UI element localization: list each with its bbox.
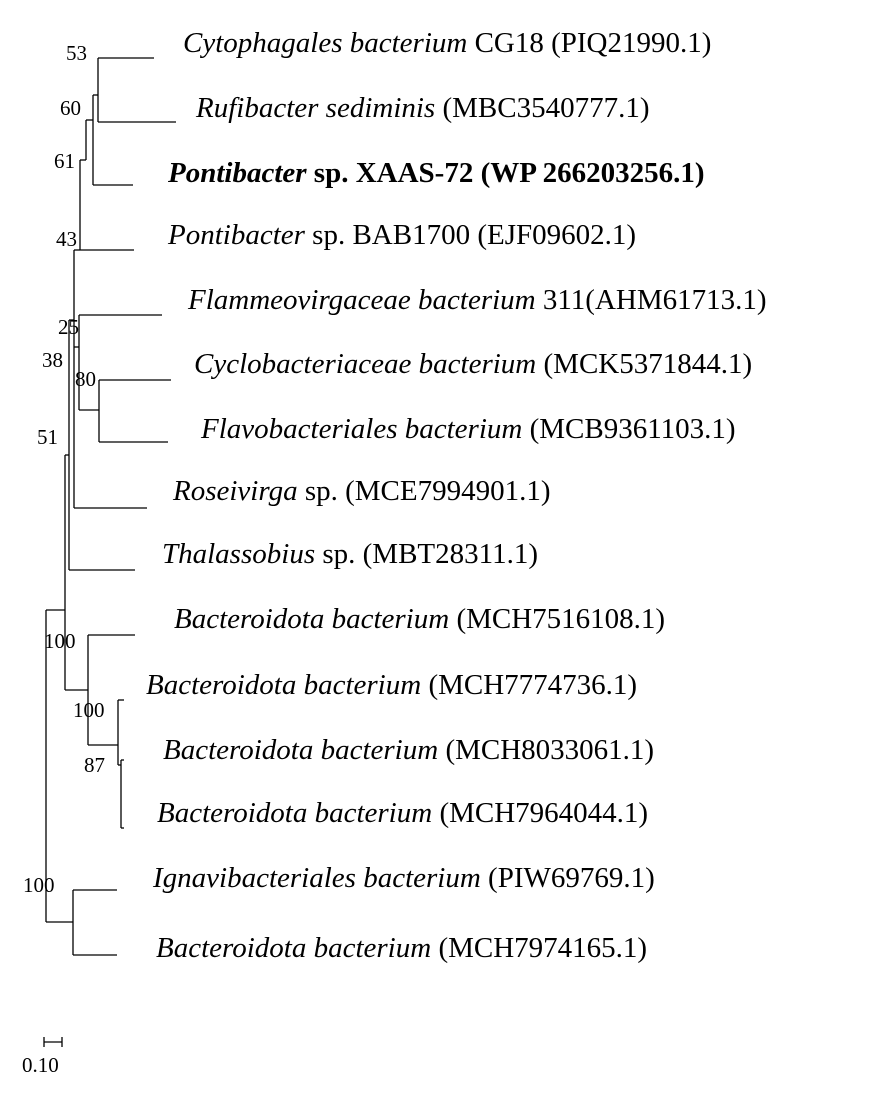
scale-bar-label: 0.10 [22,1053,59,1077]
bootstrap-value: 100 [73,698,105,722]
taxon-label: Bacteroidota bacterium (MCH7964044.1) [157,797,648,829]
bootstrap-value: 61 [54,149,75,173]
bootstrap-value: 100 [23,873,55,897]
scale-bar: 0.10 [22,1037,63,1077]
taxon-label: Ignavibacteriales bacterium (PIW69769.1) [152,862,655,894]
taxon-label: Roseivirga sp. (MCE7994901.1) [172,475,551,507]
taxon-label: Cyclobacteriaceae bacterium (MCK5371844.… [194,348,752,380]
bootstrap-value: 43 [56,227,77,251]
bootstrap-value: 51 [37,425,58,449]
taxon-label: Bacteroidota bacterium (MCH7974165.1) [156,932,647,964]
bootstrap-value: 87 [84,753,105,777]
taxon-label: Rufibacter sediminis (MBC3540777.1) [195,92,650,124]
taxon-label: Bacteroidota bacterium (MCH8033061.1) [163,734,654,766]
taxon-label: Cytophagales bacterium CG18 (PIQ21990.1) [183,27,711,59]
bootstrap-value: 80 [75,367,96,391]
taxon-label: Flavobacteriales bacterium (MCB9361103.1… [200,413,736,445]
bootstrap-value: 53 [66,41,87,65]
taxon-label: Bacteroidota bacterium (MCH7516108.1) [174,603,665,635]
bootstrap-value: 100 [44,629,76,653]
taxon-labels: Cytophagales bacterium CG18 (PIQ21990.1)… [146,27,767,964]
bootstrap-value: 38 [42,348,63,372]
taxon-label: Thalassobius sp. (MBT28311.1) [162,538,538,570]
tree-branches [45,57,176,956]
taxon-label-highlighted: Pontibacter sp. XAAS-72 (WP 266203256.1) [167,157,705,189]
taxon-label: Bacteroidota bacterium (MCH7774736.1) [146,669,637,701]
taxon-label: Flammeovirgaceae bacterium 311(AHM61713.… [187,284,767,316]
bootstrap-values: 53 60 61 43 25 38 80 51 100 100 87 100 [23,41,105,897]
taxon-label: Pontibacter sp. BAB1700 (EJF09602.1) [167,219,636,251]
bootstrap-value: 60 [60,96,81,120]
bootstrap-value: 25 [58,315,79,339]
